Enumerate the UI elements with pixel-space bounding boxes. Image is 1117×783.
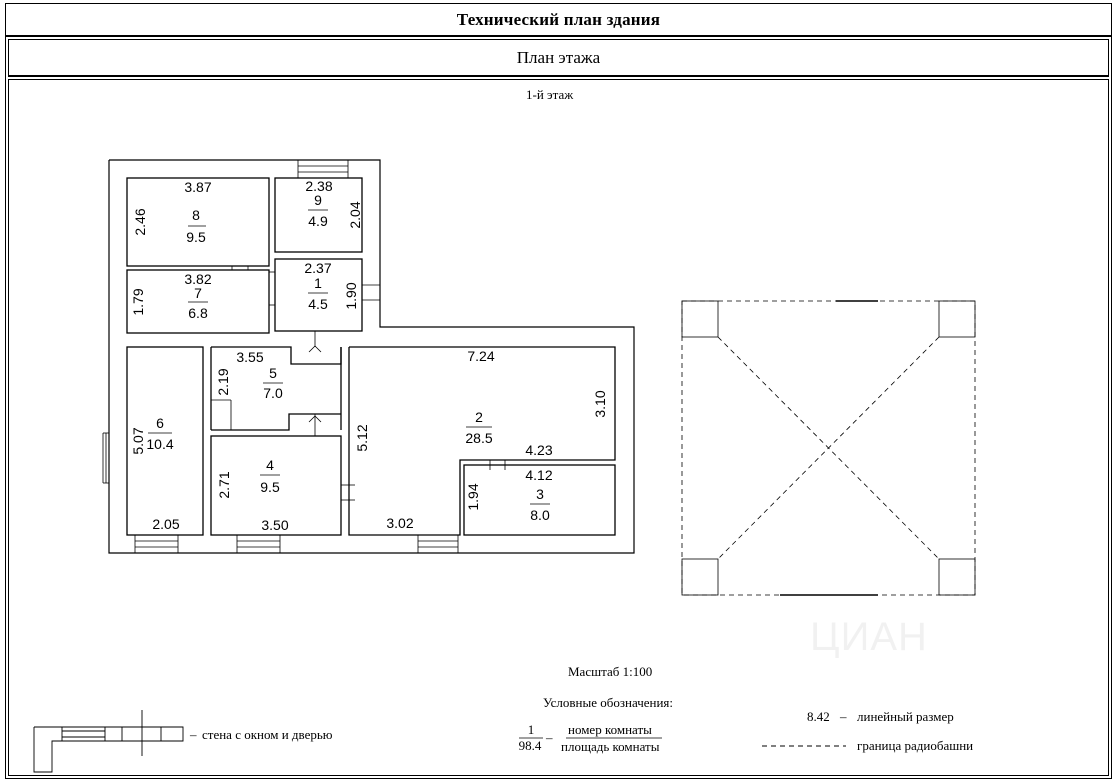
room-9-width: 2.38 [305, 178, 332, 194]
room-5-area: 7.0 [263, 385, 283, 401]
legend-sample-dash: – [545, 730, 553, 745]
room-8-outline [126, 177, 270, 267]
room-8-height: 2.46 [132, 208, 148, 235]
room-5-number: 5 [269, 365, 277, 381]
room-4-width: 3.50 [261, 517, 288, 533]
room-8-area: 9.5 [186, 229, 206, 245]
room-7-area: 6.8 [188, 305, 208, 321]
room-3-area: 8.0 [530, 507, 550, 523]
document-subtitle: План этажа [516, 47, 601, 67]
room-2-right-height: 3.10 [592, 390, 608, 417]
room-6-area: 10.4 [146, 436, 173, 452]
room-1-width: 2.37 [304, 260, 331, 276]
room-9-height: 2.04 [347, 201, 363, 228]
document-title: Технический план здания [456, 9, 661, 29]
legend-dim-dash: – [839, 709, 847, 724]
room-walls [126, 177, 616, 536]
scale-label: Масштаб 1:100 [568, 664, 652, 679]
watermark-logo: ЦИАН [810, 615, 928, 659]
wall-symbol-icon [33, 710, 184, 773]
room-6-height: 5.07 [130, 427, 146, 454]
room-8-number: 8 [192, 207, 200, 223]
room-2-area: 28.5 [465, 430, 492, 446]
room-7-number: 7 [194, 285, 202, 301]
room-2-outline [348, 346, 616, 536]
room-4-number: 4 [266, 457, 274, 473]
room-3-number: 3 [536, 486, 544, 502]
floor-label: 1-й этаж [526, 87, 574, 102]
legend-tower-desc: граница радиобашни [857, 738, 973, 753]
legend-block: Масштаб 1:100 Условные обозначения: – ст… [33, 664, 973, 773]
room-1-height: 1.90 [343, 282, 359, 309]
room-3-outline [463, 464, 616, 536]
legend-wall-desc: стена с окном и дверью [202, 727, 333, 742]
room-9-area: 4.9 [308, 213, 328, 229]
door-window-marks [102, 160, 506, 553]
legend-sample-number: 1 [528, 722, 535, 737]
room-6-width: 2.05 [152, 516, 179, 532]
room-5-width: 3.55 [236, 349, 263, 365]
legend-area-desc: площадь комнаты [561, 739, 660, 754]
legend-wall-dash: – [189, 727, 197, 742]
room-2-height: 5.12 [354, 424, 370, 451]
legend-title: Условные обозначения: [543, 695, 673, 710]
room-7-height: 1.79 [130, 288, 146, 315]
building-outline [108, 159, 635, 554]
room-2-number: 2 [475, 409, 483, 425]
room-7-width: 3.82 [184, 271, 211, 287]
title-row: Технический план здания [5, 3, 1112, 37]
room-3-width: 4.12 [525, 467, 552, 483]
plan-area [8, 79, 1109, 776]
room-5-height: 2.19 [215, 368, 231, 395]
legend-number-desc: номер комнаты [568, 722, 652, 737]
legend-sample-dim: 8.42 [807, 709, 830, 724]
room-1-number: 1 [314, 275, 322, 291]
room-8-width: 3.87 [184, 179, 211, 195]
room-3-height: 1.94 [465, 483, 481, 510]
room-7-outline [126, 269, 270, 334]
room-2-bottom-width: 3.02 [386, 515, 413, 531]
room-2-width: 7.24 [467, 348, 494, 364]
room-4-outline [210, 435, 342, 536]
room-5-outline-top [211, 346, 342, 365]
room-9-outline [274, 177, 363, 253]
room-6-number: 6 [156, 415, 164, 431]
legend-dim-desc: линейный размер [857, 709, 954, 724]
room-4-area: 9.5 [260, 479, 280, 495]
room-1-outline [274, 258, 363, 332]
legend-sample-area: 98.4 [519, 738, 542, 753]
room-labels: 3.87 8 9.5 2.46 2.38 9 4.9 2.04 3.82 7 6… [130, 178, 608, 533]
room-4-height: 2.71 [216, 471, 232, 498]
subtitle-row: План этажа [8, 39, 1109, 77]
room-2-step-width: 4.23 [525, 442, 552, 458]
radio-tower-boundary [681, 300, 976, 596]
room-1-area: 4.5 [308, 296, 328, 312]
room-6-outline [126, 346, 204, 536]
room-9-number: 9 [314, 192, 322, 208]
